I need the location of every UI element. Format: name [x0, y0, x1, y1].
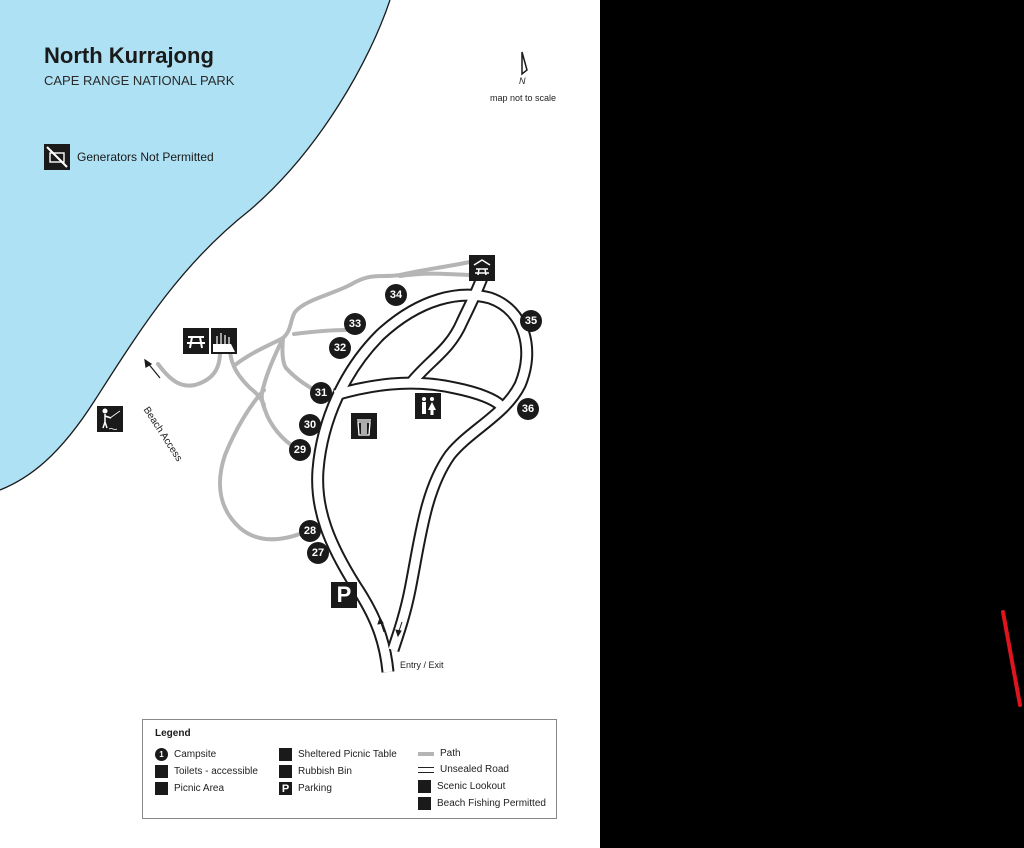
- rubbish-bin-icon: [351, 413, 377, 439]
- campsite-33[interactable]: 33: [344, 313, 366, 335]
- legend-item-campsite: 1 Campsite: [155, 748, 216, 761]
- campsite-35[interactable]: 35: [520, 310, 542, 332]
- entry-exit-label: Entry / Exit: [400, 660, 444, 670]
- sheltered-picnic-table-icon: [469, 255, 495, 281]
- campsite-30[interactable]: 30: [299, 414, 321, 436]
- legend-item-path: Path: [418, 748, 461, 759]
- legend-item-toilets: Toilets - accessible: [155, 765, 258, 778]
- legend-label: Unsealed Road: [440, 764, 509, 775]
- campsite-36[interactable]: 36: [517, 398, 539, 420]
- coastline: [0, 0, 391, 491]
- legend-label: Campsite: [174, 749, 217, 760]
- legend-item-sheltered-picnic-table: Sheltered Picnic Table: [279, 748, 397, 761]
- picnic-area-icon: [155, 782, 168, 795]
- north-label: N: [519, 76, 526, 86]
- legend-label: Parking: [298, 783, 332, 794]
- legend-title: Legend: [155, 728, 191, 739]
- legend-label: Rubbish Bin: [298, 766, 352, 777]
- parking-icon: P: [331, 582, 357, 608]
- legend-label: Toilets - accessible: [174, 766, 258, 777]
- legend-item-rubbish-bin: Rubbish Bin: [279, 765, 352, 778]
- legend-label: Beach Fishing Permitted: [437, 798, 546, 809]
- walking-paths: [156, 260, 472, 542]
- legend-label: Picnic Area: [174, 783, 225, 794]
- legend-label: Scenic Lookout: [437, 781, 506, 792]
- no-generator-icon: [44, 144, 70, 170]
- scenic-lookout-icon: [418, 780, 431, 793]
- legend-item-unsealed-road: Unsealed Road: [418, 764, 509, 775]
- unsealed-road-icon: [418, 766, 434, 773]
- direction-arrows: [377, 616, 403, 638]
- legend-label: Sheltered Picnic Table: [298, 749, 397, 760]
- red-line-mark: [1001, 610, 1022, 707]
- legend-box: Legend 1 Campsite Toilets - accessible P…: [142, 719, 557, 819]
- sheltered-picnic-table-icon: [279, 748, 292, 761]
- picnic-area-icon: [183, 328, 209, 354]
- page-title: North Kurrajong: [44, 43, 214, 68]
- scale-note: map not to scale: [490, 93, 557, 103]
- toilets-accessible-icon: [415, 393, 441, 419]
- notice-label: Generators Not Permitted: [77, 150, 214, 164]
- campsite-icon: 1: [155, 748, 168, 761]
- campsite-32[interactable]: 32: [329, 337, 351, 359]
- beach-fishing-icon: [418, 797, 431, 810]
- unsealed-roads: [311, 272, 534, 673]
- campsite-27[interactable]: 27: [307, 542, 329, 564]
- map-canvas: [0, 0, 534, 673]
- rubbish-bin-icon: [279, 765, 292, 778]
- campsite-28[interactable]: 28: [299, 520, 321, 542]
- legend-item-picnic-area: Picnic Area: [155, 782, 224, 795]
- generator-notice: Generators Not Permitted: [44, 144, 214, 170]
- legend-item-beach-fishing: Beach Fishing Permitted: [418, 797, 546, 810]
- legend-item-scenic-lookout: Scenic Lookout: [418, 780, 505, 793]
- north-arrow: [521, 51, 528, 76]
- campsite-29[interactable]: 29: [289, 439, 311, 461]
- path-icon: [418, 751, 434, 756]
- beach-fishing-icon: [97, 406, 123, 432]
- ocean: [0, 0, 390, 490]
- legend-label: Path: [440, 748, 461, 759]
- campsite-34[interactable]: 34: [385, 284, 407, 306]
- scenic-lookout-icon: [211, 328, 237, 354]
- parking-icon: P: [279, 782, 292, 795]
- legend-item-parking: P Parking: [279, 782, 332, 795]
- campsite-31[interactable]: 31: [310, 382, 332, 404]
- park-map: North Kurrajong CAPE RANGE NATIONAL PARK…: [0, 0, 600, 848]
- park-subtitle: CAPE RANGE NATIONAL PARK: [44, 73, 235, 88]
- beach-access-arrow: [144, 358, 161, 379]
- toilets-icon: [155, 765, 168, 778]
